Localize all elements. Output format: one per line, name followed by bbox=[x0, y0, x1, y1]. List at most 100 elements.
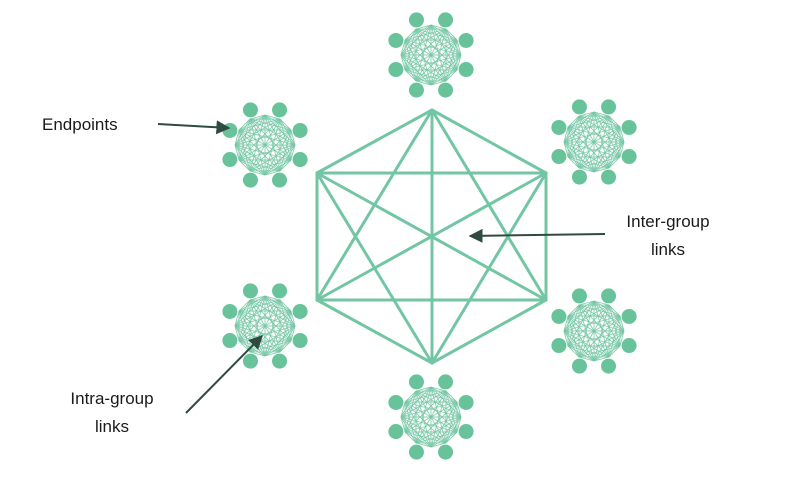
endpoint-node bbox=[438, 82, 454, 98]
intra-group-link bbox=[593, 300, 610, 306]
intra-group-link bbox=[238, 144, 296, 161]
endpoint-node bbox=[222, 303, 238, 319]
endpoint-node bbox=[242, 353, 258, 369]
intra-group-link bbox=[404, 401, 462, 418]
intra-group-link bbox=[567, 304, 580, 347]
intra-group-link bbox=[563, 141, 580, 169]
intra-group-link bbox=[563, 330, 621, 347]
intra-group-link bbox=[404, 390, 447, 433]
endpoint-node bbox=[388, 32, 404, 48]
intra-group-link bbox=[578, 304, 621, 347]
intra-group-link bbox=[563, 304, 580, 332]
endpoint-node bbox=[551, 149, 567, 165]
intra-group-link bbox=[567, 126, 580, 169]
intra-group-link bbox=[430, 28, 447, 86]
intra-group-link bbox=[238, 129, 251, 172]
intra-group-link bbox=[445, 69, 458, 82]
intra-group-link bbox=[238, 118, 251, 161]
intra-group-link bbox=[404, 39, 462, 56]
intra-group-link bbox=[578, 300, 595, 358]
intra-group-link bbox=[563, 330, 610, 358]
intra-group-link bbox=[249, 118, 281, 172]
intra-group-link bbox=[249, 299, 296, 327]
endpoint-node bbox=[388, 394, 404, 410]
intra-group-link bbox=[593, 111, 610, 117]
intra-group-link bbox=[404, 28, 447, 71]
intra-group-link bbox=[238, 310, 296, 327]
intra-group-link bbox=[249, 351, 266, 357]
endpoint-node bbox=[458, 32, 474, 48]
intra-group-link bbox=[578, 315, 621, 358]
intra-group-link bbox=[234, 129, 292, 146]
intra-group-link bbox=[238, 129, 266, 176]
intra-group-link bbox=[264, 295, 281, 301]
intra-group-link bbox=[415, 28, 447, 82]
endpoint-node bbox=[272, 172, 288, 188]
intra-group-link bbox=[404, 401, 417, 444]
endpoints-label: Endpoints bbox=[42, 115, 118, 134]
intra-group-link bbox=[567, 304, 610, 347]
intra-group-link bbox=[593, 356, 610, 362]
intra-group-link bbox=[238, 118, 281, 161]
intra-group-link bbox=[404, 416, 462, 433]
intra-group-link bbox=[578, 304, 610, 358]
intra-group-link bbox=[563, 315, 569, 332]
intra-group-link bbox=[234, 310, 240, 327]
intra-group-link bbox=[415, 24, 432, 30]
intra-group-link bbox=[279, 118, 292, 131]
endpoint-node bbox=[551, 119, 567, 135]
intra-group-link bbox=[415, 80, 432, 86]
inter-group-label-line2: links bbox=[651, 240, 685, 259]
endpoint-node bbox=[438, 444, 454, 460]
endpoint-node bbox=[292, 122, 308, 138]
endpoint-node bbox=[458, 62, 474, 78]
intra-group-link bbox=[415, 390, 447, 444]
intra-group-link bbox=[578, 115, 621, 158]
intra-group-link bbox=[567, 330, 625, 347]
intra-group-link bbox=[415, 28, 462, 56]
inter-group-link bbox=[315, 108, 434, 175]
intra-group-link bbox=[578, 304, 625, 332]
annotation-arrows bbox=[157, 120, 606, 414]
intra-group-link bbox=[234, 325, 292, 342]
intra-group-link bbox=[578, 304, 595, 362]
intra-group-link bbox=[264, 114, 281, 172]
intra-group-link bbox=[249, 114, 266, 172]
intra-group-link bbox=[619, 315, 625, 332]
intra-group-link bbox=[563, 315, 621, 332]
intra-group-label-line1: Intra-group bbox=[70, 389, 153, 408]
endpoint-node bbox=[621, 119, 637, 135]
intra-group-link bbox=[578, 115, 610, 169]
intra-group-link bbox=[567, 315, 625, 332]
intra-group-link bbox=[593, 115, 610, 173]
intra-group-link bbox=[264, 299, 281, 357]
intra-group-link bbox=[567, 126, 610, 169]
group-cluster bbox=[388, 374, 474, 460]
endpoint-node bbox=[408, 12, 424, 28]
intra-group-link bbox=[578, 356, 595, 362]
intra-group-link bbox=[456, 416, 462, 433]
endpoint-node bbox=[571, 169, 587, 185]
inter-group-link bbox=[315, 171, 548, 302]
intra-group-link bbox=[578, 304, 621, 317]
intra-group-link bbox=[608, 304, 621, 317]
intra-group-link bbox=[234, 129, 240, 146]
intra-group-link bbox=[249, 114, 266, 120]
endpoint-node bbox=[621, 338, 637, 354]
intra-group-link bbox=[238, 299, 251, 312]
inter-group-link bbox=[430, 108, 548, 175]
intra-group-link bbox=[567, 345, 580, 358]
intra-group-link bbox=[563, 141, 610, 169]
intra-group-link bbox=[234, 299, 251, 327]
intra-group-link bbox=[619, 141, 625, 158]
endpoint-node bbox=[601, 99, 617, 115]
intra-group-link bbox=[264, 118, 281, 176]
intra-group-link bbox=[249, 118, 266, 176]
intra-group-link bbox=[578, 111, 595, 117]
intra-group-link bbox=[619, 330, 625, 347]
intra-group-link bbox=[234, 325, 251, 353]
endpoint-node bbox=[272, 283, 288, 299]
intra-group-link bbox=[578, 115, 625, 143]
endpoint-node bbox=[222, 122, 238, 138]
intra-group-link bbox=[249, 118, 292, 131]
